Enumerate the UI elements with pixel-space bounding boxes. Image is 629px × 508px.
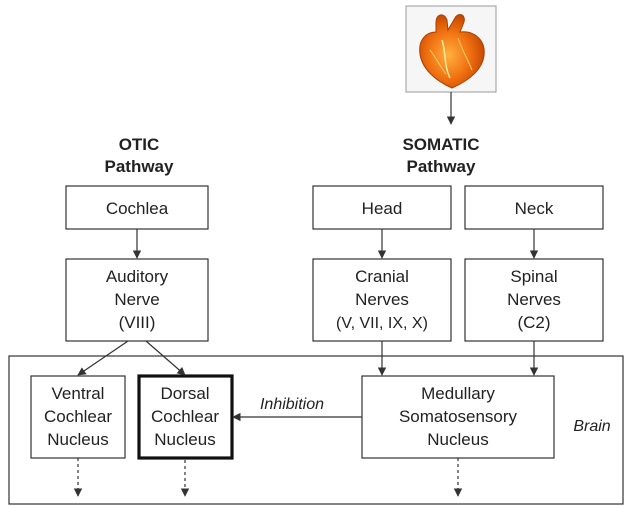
svg-text:Somatosensory: Somatosensory — [399, 407, 518, 426]
svg-text:Nerves: Nerves — [355, 290, 409, 309]
svg-text:Cochlear: Cochlear — [44, 407, 112, 426]
medullary-somatosensory-nucleus-box: Medullary Somatosensory Nucleus — [361, 375, 555, 459]
svg-text:(V, VII, IX, X): (V, VII, IX, X) — [336, 315, 428, 332]
otic-pathway-subtitle: Pathway — [105, 157, 175, 176]
cranial-nerves-box: Cranial Nerves (V, VII, IX, X) — [312, 258, 452, 342]
head-box: Head — [312, 185, 452, 230]
heart-icon — [419, 14, 485, 89]
svg-text:Nucleus: Nucleus — [427, 430, 488, 449]
svg-text:Cochlear: Cochlear — [151, 407, 219, 426]
svg-text:Nucleus: Nucleus — [47, 430, 108, 449]
spinal-nerves-box: Spinal Nerves (C2) — [464, 258, 604, 342]
otic-pathway-title: OTIC — [119, 135, 160, 154]
cochlea-box: Cochlea — [65, 185, 209, 230]
svg-text:Ventral: Ventral — [52, 384, 105, 403]
somatic-pathway-subtitle: Pathway — [407, 157, 477, 176]
svg-text:Dorsal: Dorsal — [160, 384, 209, 403]
brain-region — [8, 355, 624, 505]
svg-text:Nucleus: Nucleus — [154, 430, 215, 449]
svg-text:(VIII): (VIII) — [119, 313, 156, 332]
somatic-pathway-title: SOMATIC — [402, 135, 479, 154]
ventral-cochlear-nucleus-box: Ventral Cochlear Nucleus — [30, 375, 126, 459]
auditory-nerve-box: Auditory Nerve (VIII) — [65, 258, 209, 342]
svg-text:(C2): (C2) — [517, 313, 550, 332]
arrow-auditory-to-ventral — [77, 340, 129, 376]
inhibition-label: Inhibition — [260, 396, 324, 413]
brain-label: Brain — [573, 418, 610, 435]
heart-image — [405, 5, 497, 93]
svg-text:Spinal: Spinal — [510, 267, 557, 286]
svg-text:Cranial: Cranial — [355, 267, 409, 286]
svg-text:Medullary: Medullary — [421, 384, 495, 403]
svg-text:Cochlea: Cochlea — [106, 199, 169, 218]
svg-text:Auditory: Auditory — [106, 267, 169, 286]
svg-text:Head: Head — [362, 199, 403, 218]
svg-text:Neck: Neck — [515, 199, 554, 218]
neck-box: Neck — [464, 185, 604, 230]
arrow-auditory-to-dorsal — [145, 340, 186, 376]
svg-text:Nerve: Nerve — [114, 290, 159, 309]
svg-text:Nerves: Nerves — [507, 290, 561, 309]
dorsal-cochlear-nucleus-box: Dorsal Cochlear Nucleus — [137, 374, 234, 460]
